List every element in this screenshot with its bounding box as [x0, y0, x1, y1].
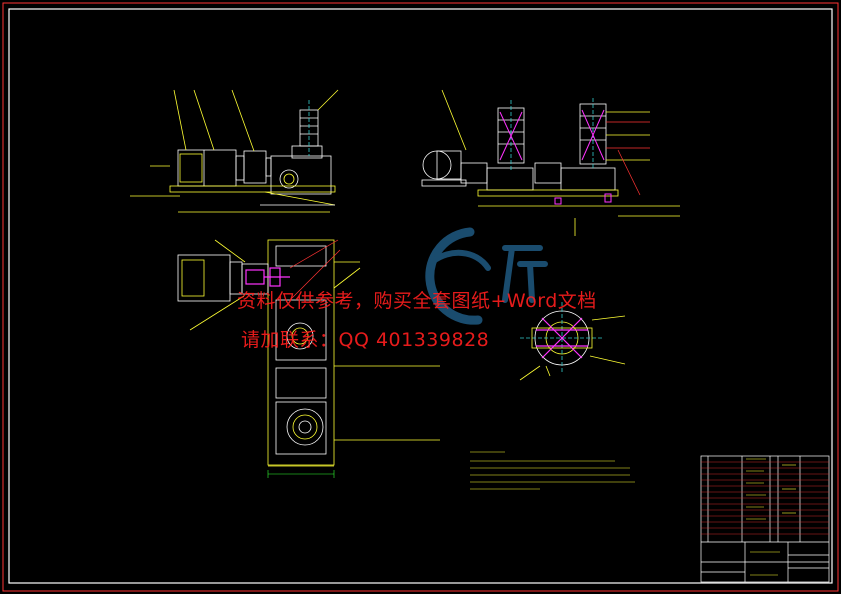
- section-view: [519, 302, 626, 381]
- technical-notes: [470, 451, 635, 490]
- side-view-accents: [499, 109, 612, 205]
- side-view-leaders: [606, 121, 650, 196]
- plan-view: [177, 239, 440, 467]
- side-view: [421, 89, 680, 236]
- title-block: [700, 455, 830, 583]
- plan-view-accents: [245, 267, 290, 287]
- watermark-logo: [425, 227, 548, 325]
- plan-view-dimension: [267, 470, 335, 478]
- front-view: [130, 89, 339, 213]
- title-block-fills: [746, 458, 796, 576]
- sheet-inner-border: [8, 8, 833, 584]
- watermark-text-line-1: 资料仅供参考，购买全套图纸+Word文档: [237, 290, 597, 312]
- watermark-text-line-2: 请加联系：QQ 401339828: [241, 329, 490, 351]
- section-view-accents: [536, 317, 588, 359]
- title-block-rows: [701, 461, 829, 535]
- plan-view-leaders: [289, 239, 341, 301]
